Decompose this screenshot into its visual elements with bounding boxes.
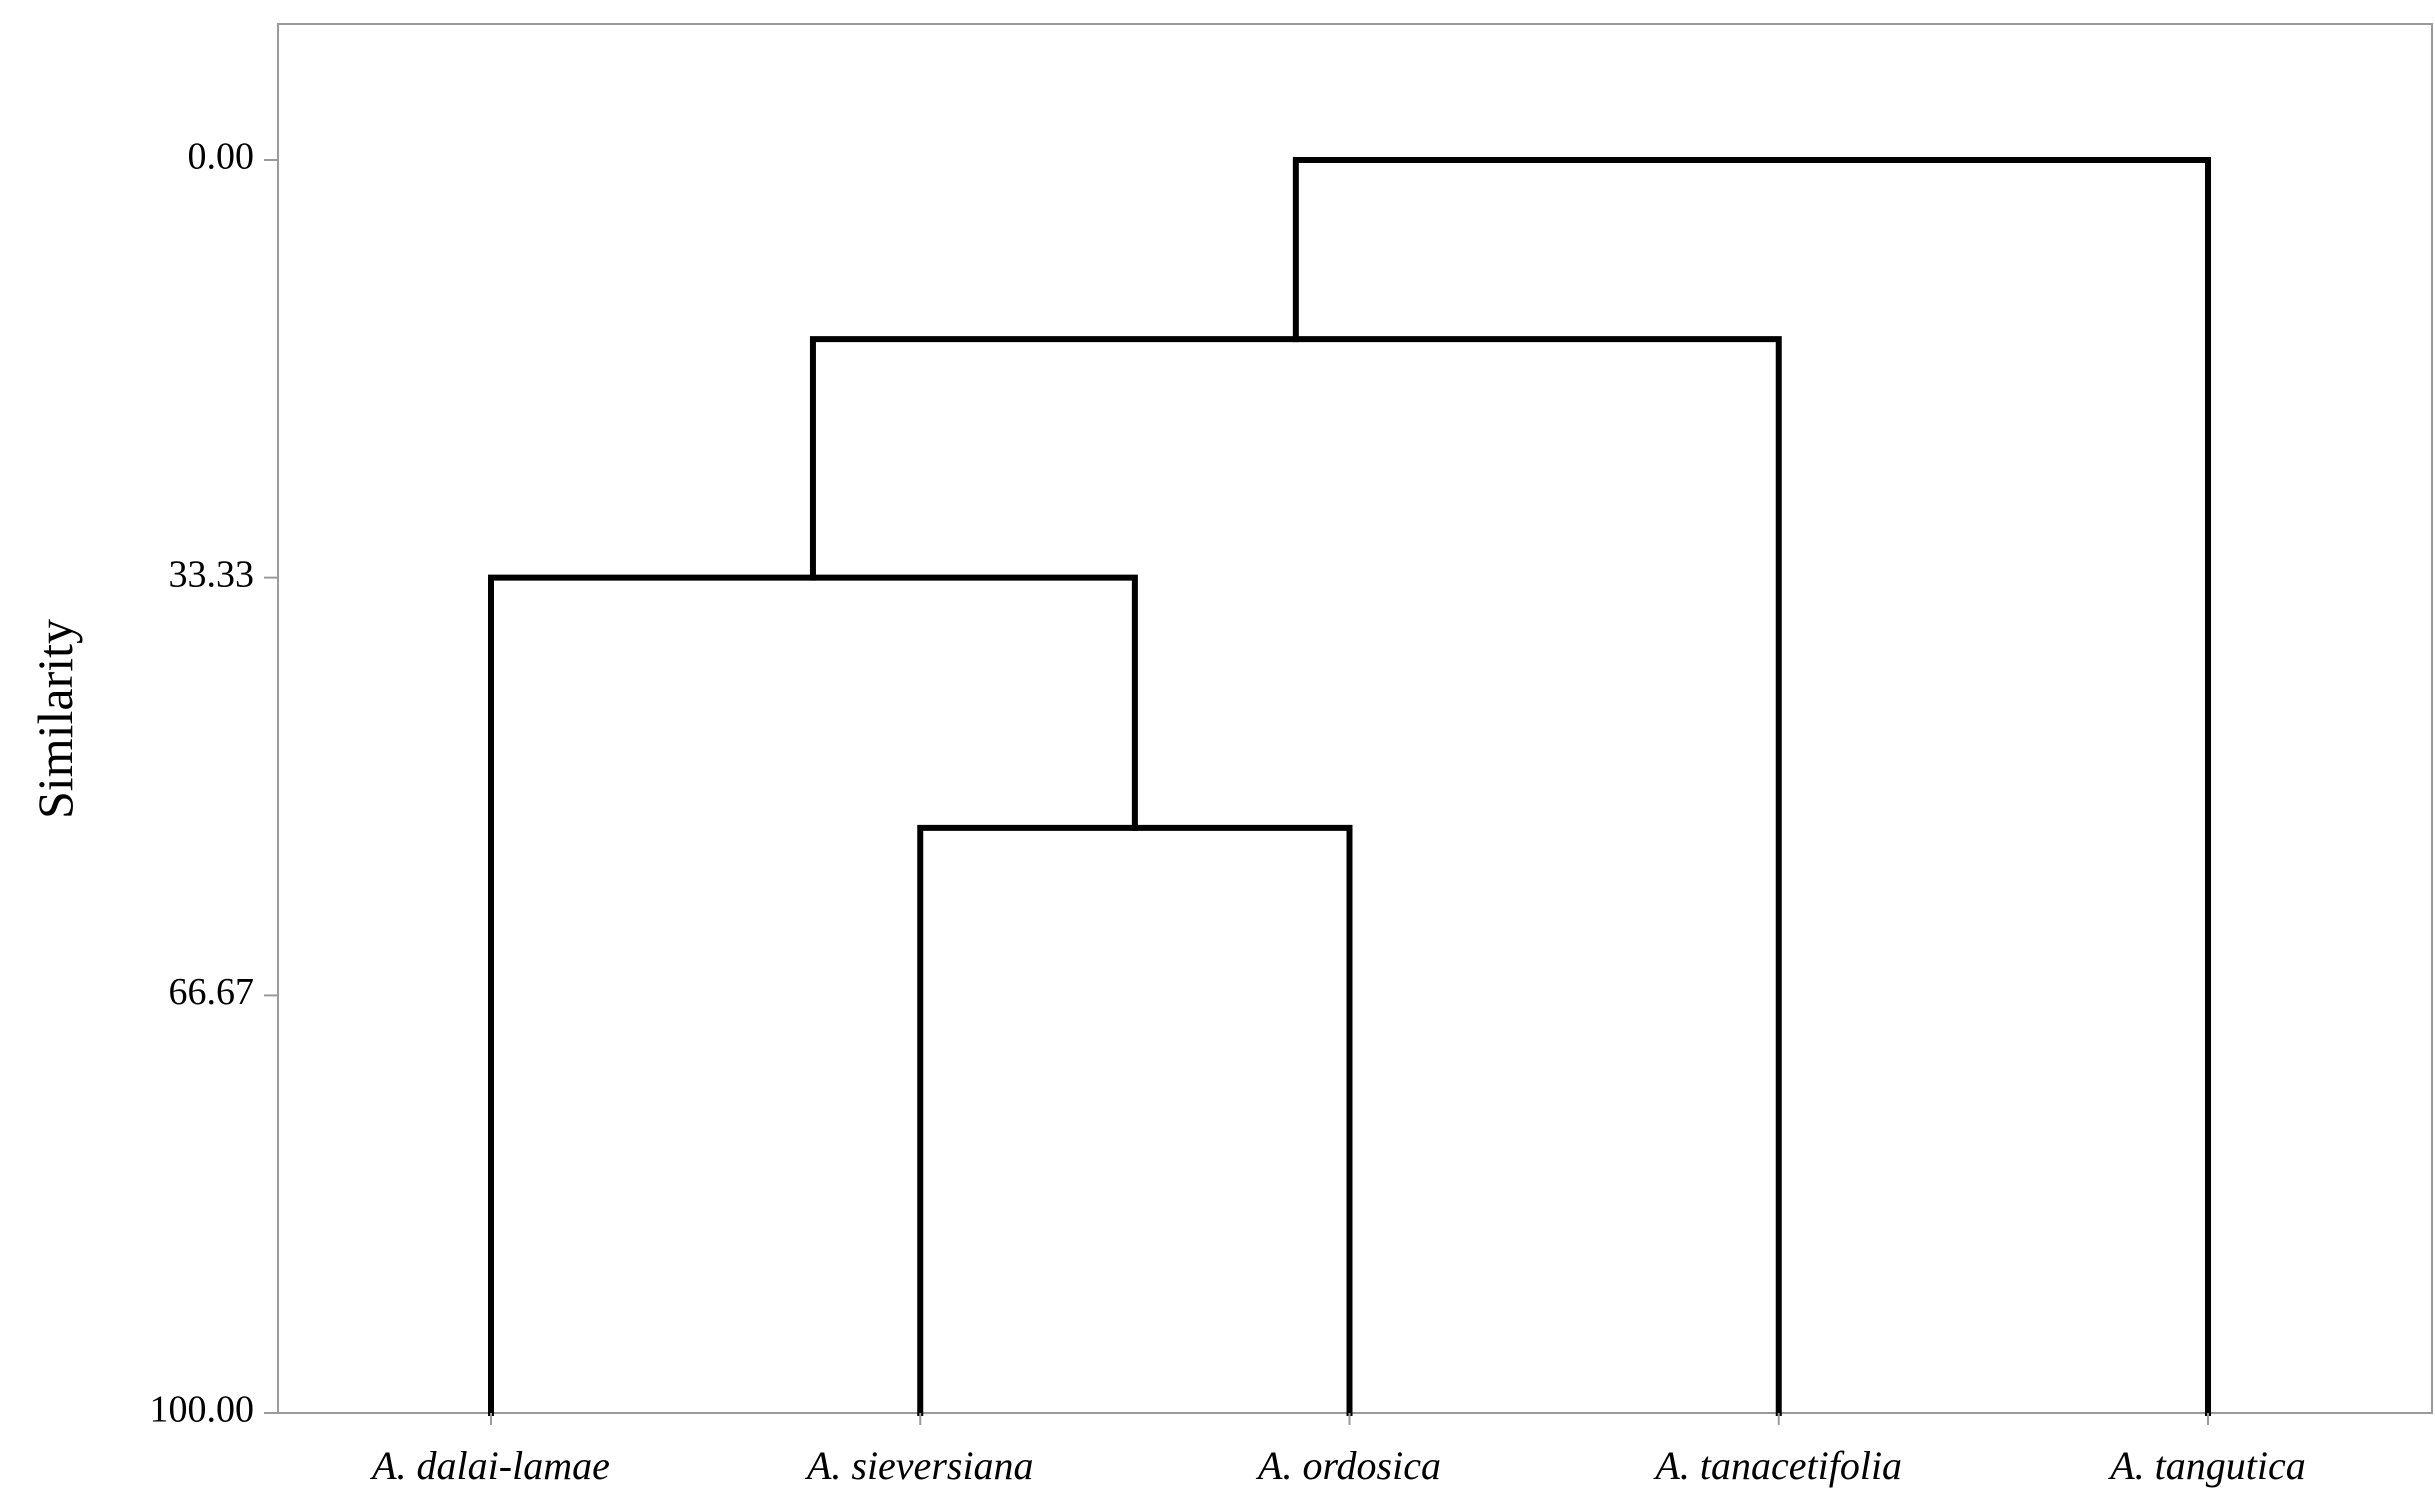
dendrogram-link bbox=[809, 336, 1782, 1416]
leaf-label: A. ordosica bbox=[1255, 1443, 1441, 1488]
dendrogram-links bbox=[488, 157, 2211, 1416]
y-tick-label: 0.00 bbox=[188, 136, 255, 178]
plot-frame bbox=[277, 23, 2433, 1414]
leaf-label: A. tanacetifolia bbox=[1652, 1443, 1902, 1488]
y-tick-label: 100.00 bbox=[150, 1389, 255, 1431]
y-tick-label: 66.67 bbox=[169, 971, 255, 1013]
x-axis-leaves: A. dalai-lamae A. sieversiana A. ordosica A… bbox=[369, 1413, 2306, 1488]
dendrogram-link bbox=[488, 574, 1138, 1416]
y-axis-title: Similarity bbox=[27, 619, 83, 819]
leaf-label: A. tangutica bbox=[2107, 1443, 2306, 1488]
leaf-label: A. sieversiana bbox=[804, 1443, 1034, 1488]
dendrogram-link bbox=[917, 824, 1353, 1416]
leaf-label: A. dalai-lamae bbox=[369, 1443, 610, 1488]
y-axis: 0.00 33.33 66.67 100.00 bbox=[150, 136, 278, 1431]
y-tick-label: 33.33 bbox=[169, 553, 255, 595]
dendrogram-link bbox=[1292, 157, 2211, 1416]
